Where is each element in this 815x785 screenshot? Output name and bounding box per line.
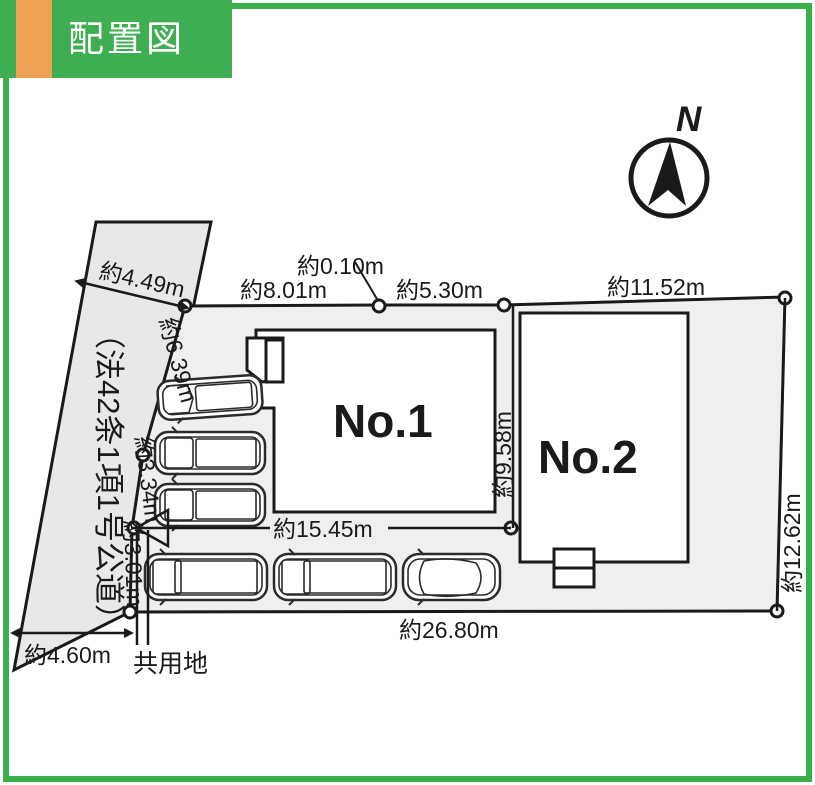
dim-top-b: 約5.30m	[396, 277, 483, 303]
node-top-a	[371, 298, 387, 314]
building-no1-porch-step	[264, 338, 285, 384]
road-label: （法42条1項1号公道）	[91, 318, 126, 635]
node-bottom-left	[122, 604, 138, 620]
building-no2-entrance-upper	[552, 547, 596, 570]
compass-rose: N	[628, 100, 710, 219]
parking-cars-upper	[153, 373, 267, 532]
dimline-right-vertical	[775, 297, 787, 612]
parcel-label-no2: No.2	[538, 431, 638, 483]
building-no1: No.1	[245, 328, 497, 514]
car-upper-2	[153, 426, 267, 480]
car-upper-1	[156, 373, 264, 425]
car-lower-3	[401, 548, 502, 606]
header-banner: 配置図	[0, 0, 232, 78]
dim-bottom-total: 約26.80m	[399, 617, 499, 643]
building-no2-outline	[518, 311, 690, 564]
public-road-strip: （法42条1項1号公道）	[11, 220, 213, 673]
dim-inner-horizontal-backing	[270, 516, 388, 540]
dim-inner-horizontal: 約15.45m	[273, 516, 373, 542]
building-no2: No.2	[518, 311, 690, 589]
compass-north-letter: N	[676, 100, 702, 139]
page-title: 配置図	[68, 18, 186, 59]
node-left-mid	[135, 447, 151, 463]
node-top-b	[496, 297, 512, 313]
dimension-lines	[10, 261, 787, 645]
dimline-road-top	[74, 278, 190, 311]
building-no2-entrance-lower	[552, 566, 596, 589]
dim-inner-vertical: 約9.58m	[490, 411, 516, 498]
banner-orange-stripe	[16, 0, 52, 78]
car-lower-2	[272, 548, 398, 606]
dim-right-vertical: 約12.62m	[779, 493, 805, 593]
common-land-bracket	[133, 507, 170, 549]
dim-left-lower: 約3.01m	[119, 519, 148, 607]
leader-top-gap	[354, 261, 378, 300]
parking-cars-lower	[143, 548, 502, 606]
car-lower-1	[143, 548, 269, 606]
car-upper-3	[153, 478, 267, 532]
dim-top-gap: 約0.10m	[297, 253, 384, 279]
compass-north-arrow-icon	[648, 142, 686, 206]
dim-top-c: 約11.52m	[607, 274, 705, 300]
label-common-land: 共用地	[133, 650, 208, 678]
parcel-label-no1: No.1	[333, 395, 433, 447]
dimension-labels: 約4.49m 約8.01m 約0.10m 約5.30m 約11.52m 約6.3…	[24, 253, 805, 678]
dim-road-bottom: 約4.60m	[24, 642, 111, 668]
dim-top-a: 約8.01m	[240, 277, 327, 303]
